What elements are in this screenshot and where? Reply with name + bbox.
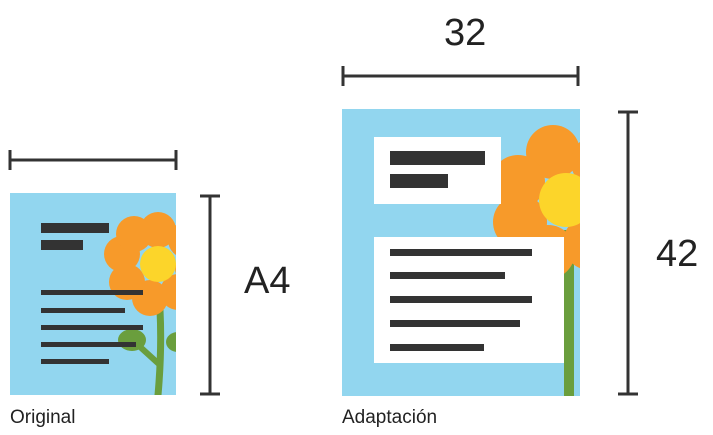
stem [564,230,574,396]
text-line [390,249,532,256]
text-line [390,272,505,279]
text-line [41,308,125,313]
heading-bar [41,223,109,233]
original-width-dimension [8,150,178,170]
flower-center [140,246,176,282]
text-line [390,344,484,351]
adaptation-width-label: 32 [444,12,487,54]
heading-bar [390,174,448,188]
stem-branch [135,342,163,368]
text-line [41,359,109,364]
leaf [118,329,146,351]
title-box [374,137,501,204]
title-bars [390,151,485,188]
text-line [41,342,136,347]
original-text-lines [41,223,143,364]
text-line [41,325,143,330]
heading-bar [390,151,485,165]
adaptation-width-dimension [341,66,580,86]
original-caption: Original [10,407,76,428]
text-line [390,296,532,303]
adaptation-height-dimension [618,110,638,396]
flower-center [539,173,580,227]
body-text-lines [390,249,532,351]
heading-bar [41,240,83,250]
adaptation-document [342,109,580,396]
stem [154,306,165,395]
leaf [166,332,176,352]
original-height-label: A4 [244,260,291,302]
original-height-dimension [200,194,220,396]
text-line [390,320,520,327]
text-line [41,290,143,295]
adaptation-height-label: 42 [656,233,699,275]
original-document [10,193,176,395]
adaptation-caption: Adaptación [342,407,438,428]
